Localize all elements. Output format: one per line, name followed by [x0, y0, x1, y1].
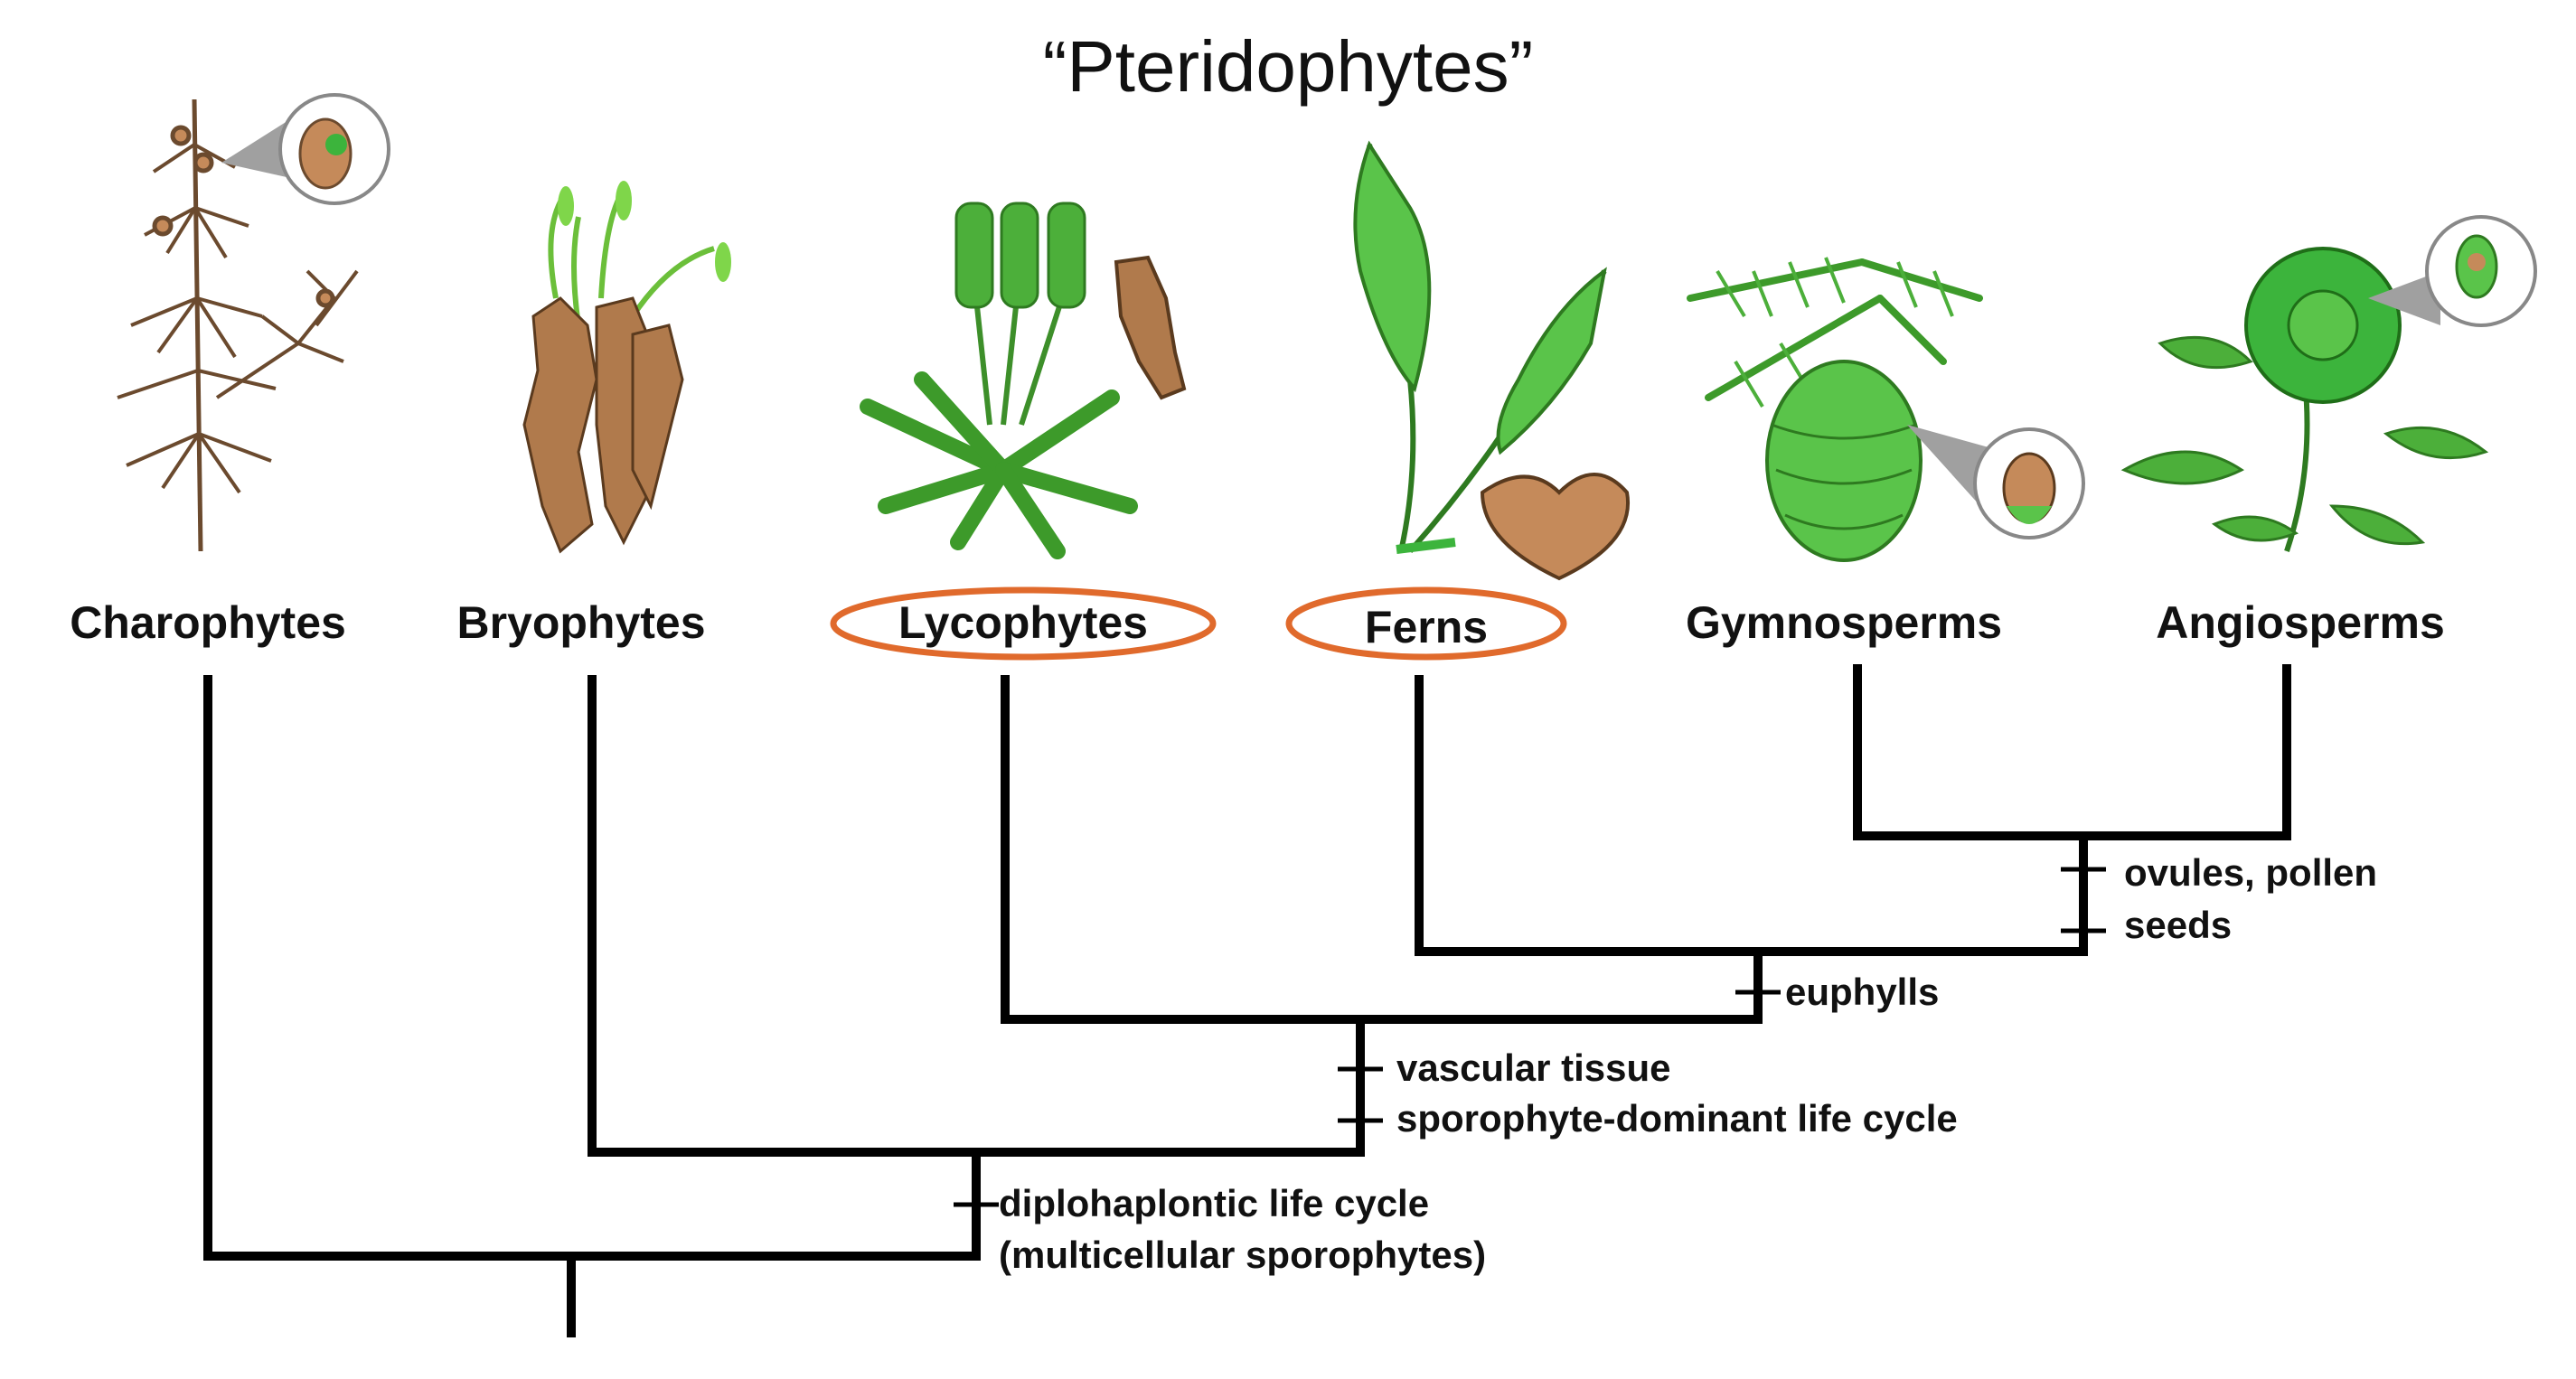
gymnosperm-illustration [1687, 257, 1983, 562]
lycophyte-illustration [860, 202, 1187, 559]
trait-label-diplohaplontic: diplohaplontic life cycle [999, 1182, 1430, 1224]
charophyte-illustration [117, 98, 359, 552]
bryophyte-illustration [522, 181, 731, 554]
trait-label-euphylls: euphylls [1785, 971, 1940, 1013]
ferns-highlight-ring [1285, 586, 1567, 661]
trait-label-multicellular-sporophytes: (multicellular sporophytes) [999, 1234, 1487, 1276]
trait-label-seeds: seeds [2124, 904, 2233, 946]
taxon-label-ferns: Ferns [1364, 602, 1489, 652]
callout-wedge [1907, 425, 1988, 515]
taxon-label-bryophytes: Bryophytes [456, 597, 706, 648]
taxon-label-gymnosperms: Gymnosperms [1685, 597, 2003, 648]
trait-ticks [954, 867, 2106, 1207]
taxon-label-lycophytes: Lycophytes [898, 597, 1149, 648]
diagram-title: “Pteridophytes” [1042, 26, 1534, 107]
taxon-label-angiosperms: Angiosperms [2156, 597, 2445, 648]
lycophytes-highlight-ring [830, 586, 1217, 661]
fern-illustration [1353, 140, 1631, 581]
trait-label-vascular-tissue: vascular tissue [1396, 1046, 1671, 1089]
trait-label-sporophyte-dominant: sporophyte-dominant life cycle [1396, 1097, 1958, 1140]
trait-label-ovules-pollen: ovules, pollen [2124, 851, 2378, 894]
callout-wedge [2368, 271, 2440, 325]
angiosperm-illustration [2120, 247, 2489, 552]
taxon-label-charophytes: Charophytes [70, 597, 346, 648]
